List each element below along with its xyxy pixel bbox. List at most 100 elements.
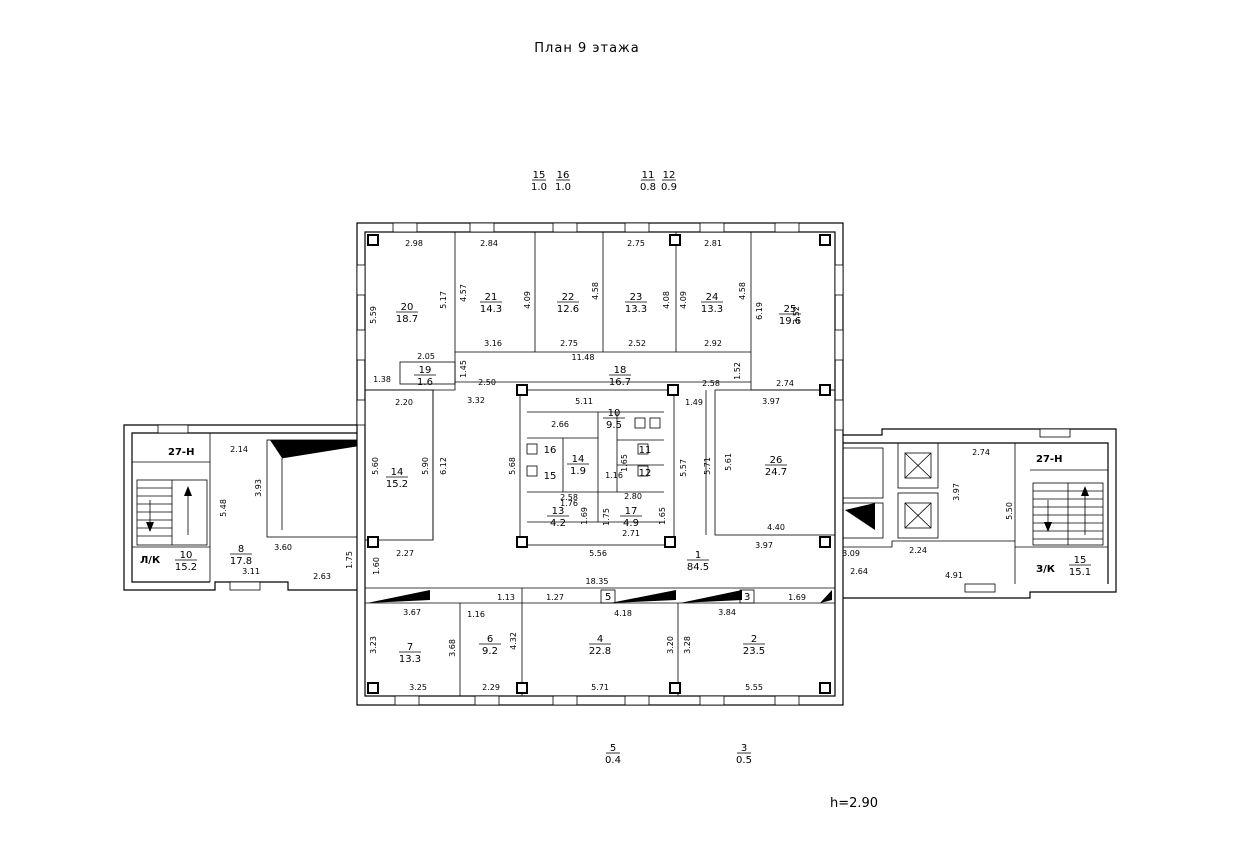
stair-label: З/К — [1036, 564, 1056, 575]
dimension-label: 5.71 — [591, 683, 609, 692]
legend-number: 15 — [533, 170, 546, 181]
room-area: 1.6 — [417, 377, 433, 388]
legend-area: 1.0 — [555, 182, 571, 193]
room-number: 15 — [544, 471, 557, 482]
legend-number: 11 — [642, 170, 655, 181]
dimension-label: 5.50 — [1005, 502, 1014, 520]
dimension-label: 2.80 — [624, 492, 642, 501]
room-area: 15.2 — [175, 562, 197, 573]
dimension-label: 5.68 — [508, 457, 517, 475]
dimension-label: 2.20 — [395, 398, 413, 407]
room-number: 23 — [630, 292, 643, 303]
dimension-label: 2.58 — [560, 493, 578, 502]
dimension-label: 1.76 — [560, 499, 578, 508]
room-area: 15.2 — [386, 479, 408, 490]
room-number: 17 — [625, 506, 638, 517]
dimension-label: 2.05 — [417, 352, 435, 361]
dimension-label: 3.93 — [254, 479, 263, 497]
dimension-label: 5.57 — [679, 459, 688, 477]
room-area: 1.9 — [570, 466, 586, 477]
dimension-label: 2.92 — [704, 339, 722, 348]
dimension-label: 3.20 — [666, 636, 675, 654]
plan-title: План 9 этажа — [534, 41, 639, 56]
small-mark: 5 — [605, 592, 611, 603]
dimension-label: 2.27 — [396, 549, 414, 558]
dimension-label: 4.57 — [459, 284, 468, 302]
room-number: 21 — [485, 292, 498, 303]
room-label: 184.5 — [687, 550, 709, 573]
room-number: 1 — [695, 550, 701, 561]
ceiling-height: h=2.90 — [830, 796, 878, 811]
bottom-offices — [365, 587, 835, 696]
legend-number: 16 — [557, 170, 570, 181]
room-number: 20 — [401, 302, 414, 313]
room-number: 14 — [572, 454, 585, 465]
stair-label: 27-H — [1036, 454, 1062, 465]
legend-area: 0.5 — [736, 755, 752, 766]
legend-number: 12 — [663, 170, 676, 181]
room-label: 109.5 — [603, 408, 625, 431]
dimension-label: 1.69 — [788, 593, 806, 602]
room-number: 6 — [487, 634, 493, 645]
stairs-right — [1015, 482, 1108, 548]
legend-area: 1.0 — [531, 182, 547, 193]
room-number: 14 — [391, 467, 404, 478]
room-area: 13.3 — [399, 654, 421, 665]
dimension-label: 5.48 — [219, 499, 228, 517]
dimension-label: 3.84 — [718, 608, 736, 617]
dimension-label: 2.75 — [627, 239, 645, 248]
legend-area: 0.9 — [661, 182, 677, 193]
dimension-label: 4.09 — [523, 291, 532, 309]
dimension-label: 5.17 — [439, 291, 448, 309]
dimension-label: 5.59 — [369, 306, 378, 324]
stair-label: 27-H — [168, 447, 194, 458]
dimension-label: 1.49 — [685, 398, 703, 407]
legend-area: 0.4 — [605, 755, 621, 766]
dimension-label: 1.65 — [620, 454, 629, 472]
dimension-label: 1.60 — [372, 557, 381, 575]
room-label: 191.6 — [414, 365, 436, 388]
dimension-label: 2.71 — [622, 529, 640, 538]
dimension-label: 3.23 — [369, 636, 378, 654]
dimension-label: 2.52 — [628, 339, 646, 348]
room-area: 24.7 — [765, 467, 787, 478]
dimension-label: 2.84 — [480, 239, 498, 248]
room-area: 17.8 — [230, 556, 252, 567]
dimension-label: 3.97 — [762, 397, 780, 406]
room-number: 22 — [562, 292, 575, 303]
dimension-label: 18.35 — [586, 577, 609, 586]
dimension-label: 2.74 — [972, 448, 990, 457]
service-core — [519, 389, 675, 546]
dimension-label: 5.11 — [575, 397, 593, 406]
dimension-label: 2.24 — [909, 546, 927, 555]
columns — [367, 234, 831, 694]
room-area: 9.2 — [482, 646, 498, 657]
dimension-label: 1.27 — [546, 593, 564, 602]
room-number: 26 — [770, 455, 783, 466]
room-number: 12 — [639, 468, 652, 479]
dimension-label: 1.16 — [467, 610, 485, 619]
stair-label: Л/К — [140, 555, 161, 566]
elevators — [842, 442, 939, 539]
room-label: 11 — [639, 445, 652, 456]
dimension-label: 5.90 — [421, 457, 430, 475]
room-8-block — [266, 439, 358, 538]
room-number: 11 — [639, 445, 652, 456]
dimension-label: 2.66 — [551, 420, 569, 429]
mid-rooms — [364, 389, 836, 541]
dimension-label: 3.52 — [792, 306, 801, 324]
dimension-label: 5.56 — [589, 549, 607, 558]
room-area: 15.1 — [1069, 567, 1091, 578]
room-number: 13 — [552, 506, 565, 517]
room-label: 141.9 — [567, 454, 589, 477]
dimension-label: 5.60 — [371, 457, 380, 475]
